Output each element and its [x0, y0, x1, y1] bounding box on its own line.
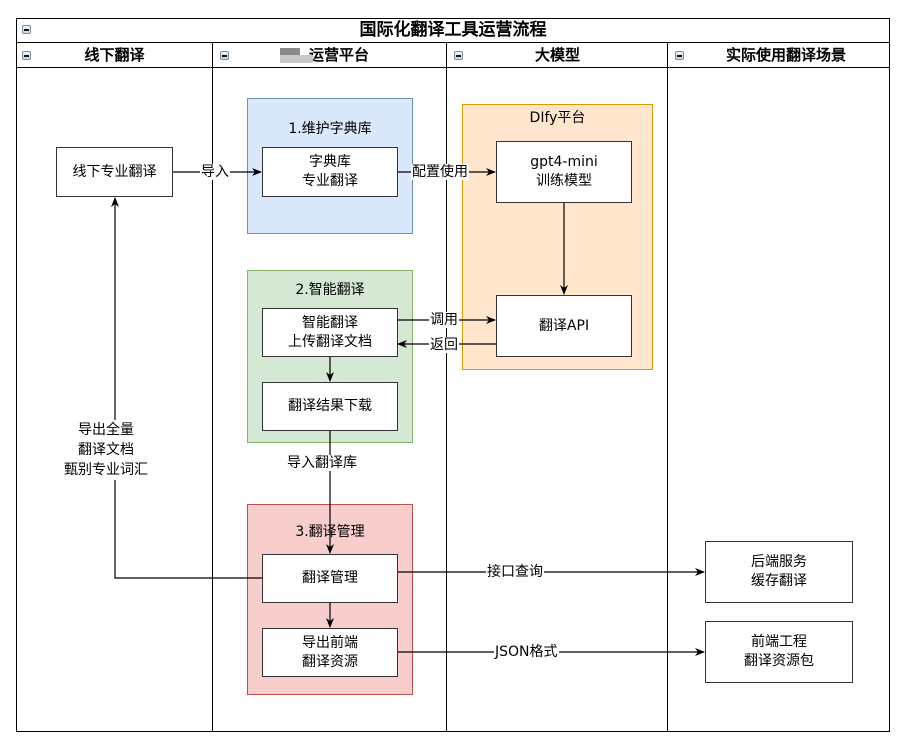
node-smart-upload[interactable]: 智能翻译 上传翻译文档	[262, 308, 398, 357]
lane-divider	[667, 43, 668, 732]
node-export-frontend[interactable]: 导出前端 翻译资源	[262, 628, 398, 677]
node-dictionary[interactable]: 字典库 专业翻译	[262, 147, 398, 197]
lane-header-ops[interactable]: 运营平台	[213, 43, 447, 68]
node-backend-cache[interactable]: 后端服务 缓存翻译	[705, 541, 853, 603]
edge-label-json-format: JSON格式	[494, 644, 559, 660]
collapse-icon[interactable]	[22, 51, 31, 60]
group-label: 1.维护字典库	[288, 121, 372, 137]
lane-label: 线下翻译	[84, 46, 145, 64]
lane-header-offline[interactable]: 线下翻译	[16, 43, 213, 68]
node-translate-manage[interactable]: 翻译管理	[262, 554, 398, 603]
lane-label: 运营平台	[308, 46, 369, 64]
edge-label-call: 调用	[429, 312, 459, 328]
lane-label: 实际使用翻译场景	[725, 46, 846, 64]
lane-divider	[446, 43, 447, 732]
collapse-icon[interactable]	[22, 25, 31, 34]
edge-label-import-lib: 导入翻译库	[286, 455, 358, 471]
edge-label-return: 返回	[429, 337, 459, 353]
collapse-icon[interactable]	[454, 51, 463, 60]
edge-label-configure: 配置使用	[411, 164, 469, 180]
node-gpt-model[interactable]: gpt4-mini 训练模型	[496, 141, 632, 203]
group-label: 2.智能翻译	[295, 282, 365, 298]
edge-label-api-query: 接口查询	[486, 564, 544, 580]
diagram-title: 国际化翻译工具运营流程	[359, 20, 547, 40]
node-result-download[interactable]: 翻译结果下载	[262, 382, 398, 431]
group-label: DIfy平台	[529, 110, 586, 126]
lane-label: 大模型	[534, 46, 580, 64]
lane-divider	[212, 43, 213, 732]
node-translate-api[interactable]: 翻译API	[496, 295, 632, 357]
redacted-block	[280, 55, 313, 63]
redacted-block	[280, 48, 300, 55]
edge-label-export-all: 导出全量 翻译文档 甄别专业词汇	[63, 420, 149, 480]
edge-export-all	[111, 197, 262, 579]
edge-label-import: 导入	[200, 164, 230, 180]
pool-title-bar: 国际化翻译工具运营流程	[16, 18, 890, 43]
node-frontend-pack[interactable]: 前端工程 翻译资源包	[705, 621, 853, 683]
lane-header-llm[interactable]: 大模型	[447, 43, 668, 68]
collapse-icon[interactable]	[220, 51, 229, 60]
pool-frame	[16, 18, 890, 732]
lane-header-usage[interactable]: 实际使用翻译场景	[668, 43, 890, 68]
collapse-icon[interactable]	[675, 51, 684, 60]
node-offline-translate[interactable]: 线下专业翻译	[56, 147, 173, 197]
